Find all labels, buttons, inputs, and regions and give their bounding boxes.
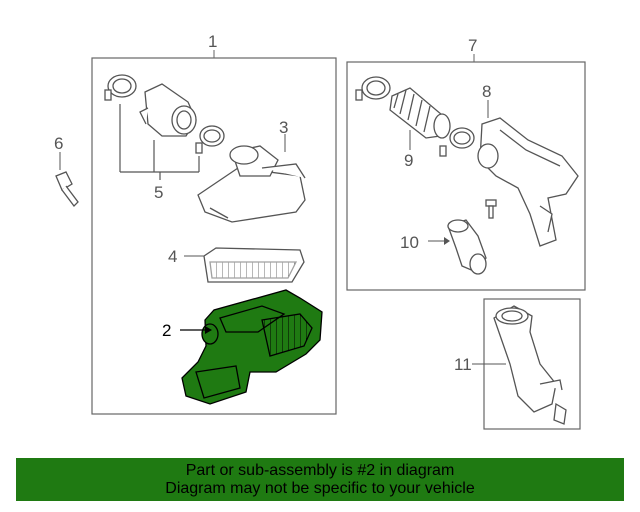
callout-10: 10 [400,233,419,252]
callout-8: 8 [482,82,491,101]
callout-9: 9 [404,151,413,170]
clamp-right [195,125,225,154]
callout-6: 6 [54,134,63,153]
bolt-7 [485,199,497,219]
clamp-left [104,74,137,101]
group-box-7 [346,61,586,291]
banner-line-2: Diagram may not be specific to your vehi… [165,479,475,497]
leader-2-arrow [205,326,212,334]
lower-housing-highlighted [181,289,323,405]
clamp-9 [439,127,475,157]
air-cleaner-cover [197,145,306,223]
bolt-6 [55,171,79,207]
clamp-7 [355,76,391,101]
maf-housing [139,83,197,137]
leader-5 [119,104,200,180]
callout-1: 1 [208,32,217,51]
callout-2: 2 [162,321,171,340]
snorkel-11 [493,305,567,425]
callout-4: 4 [168,247,177,266]
air-filter [203,247,305,283]
elbow-10 [447,219,487,275]
callout-7: 7 [468,36,477,55]
info-banner: Part or sub-assembly is #2 in diagram Di… [16,458,624,501]
resonator-duct [477,117,579,247]
leader-10-arrow [444,237,450,245]
parts-diagram: 1 2 3 4 5 6 7 8 9 10 11 [54,32,586,430]
intake-hose [389,87,451,139]
callout-3: 3 [279,118,288,137]
callout-11: 11 [454,355,472,374]
callout-5: 5 [154,183,163,202]
banner-line-1: Part or sub-assembly is #2 in diagram [185,461,455,479]
